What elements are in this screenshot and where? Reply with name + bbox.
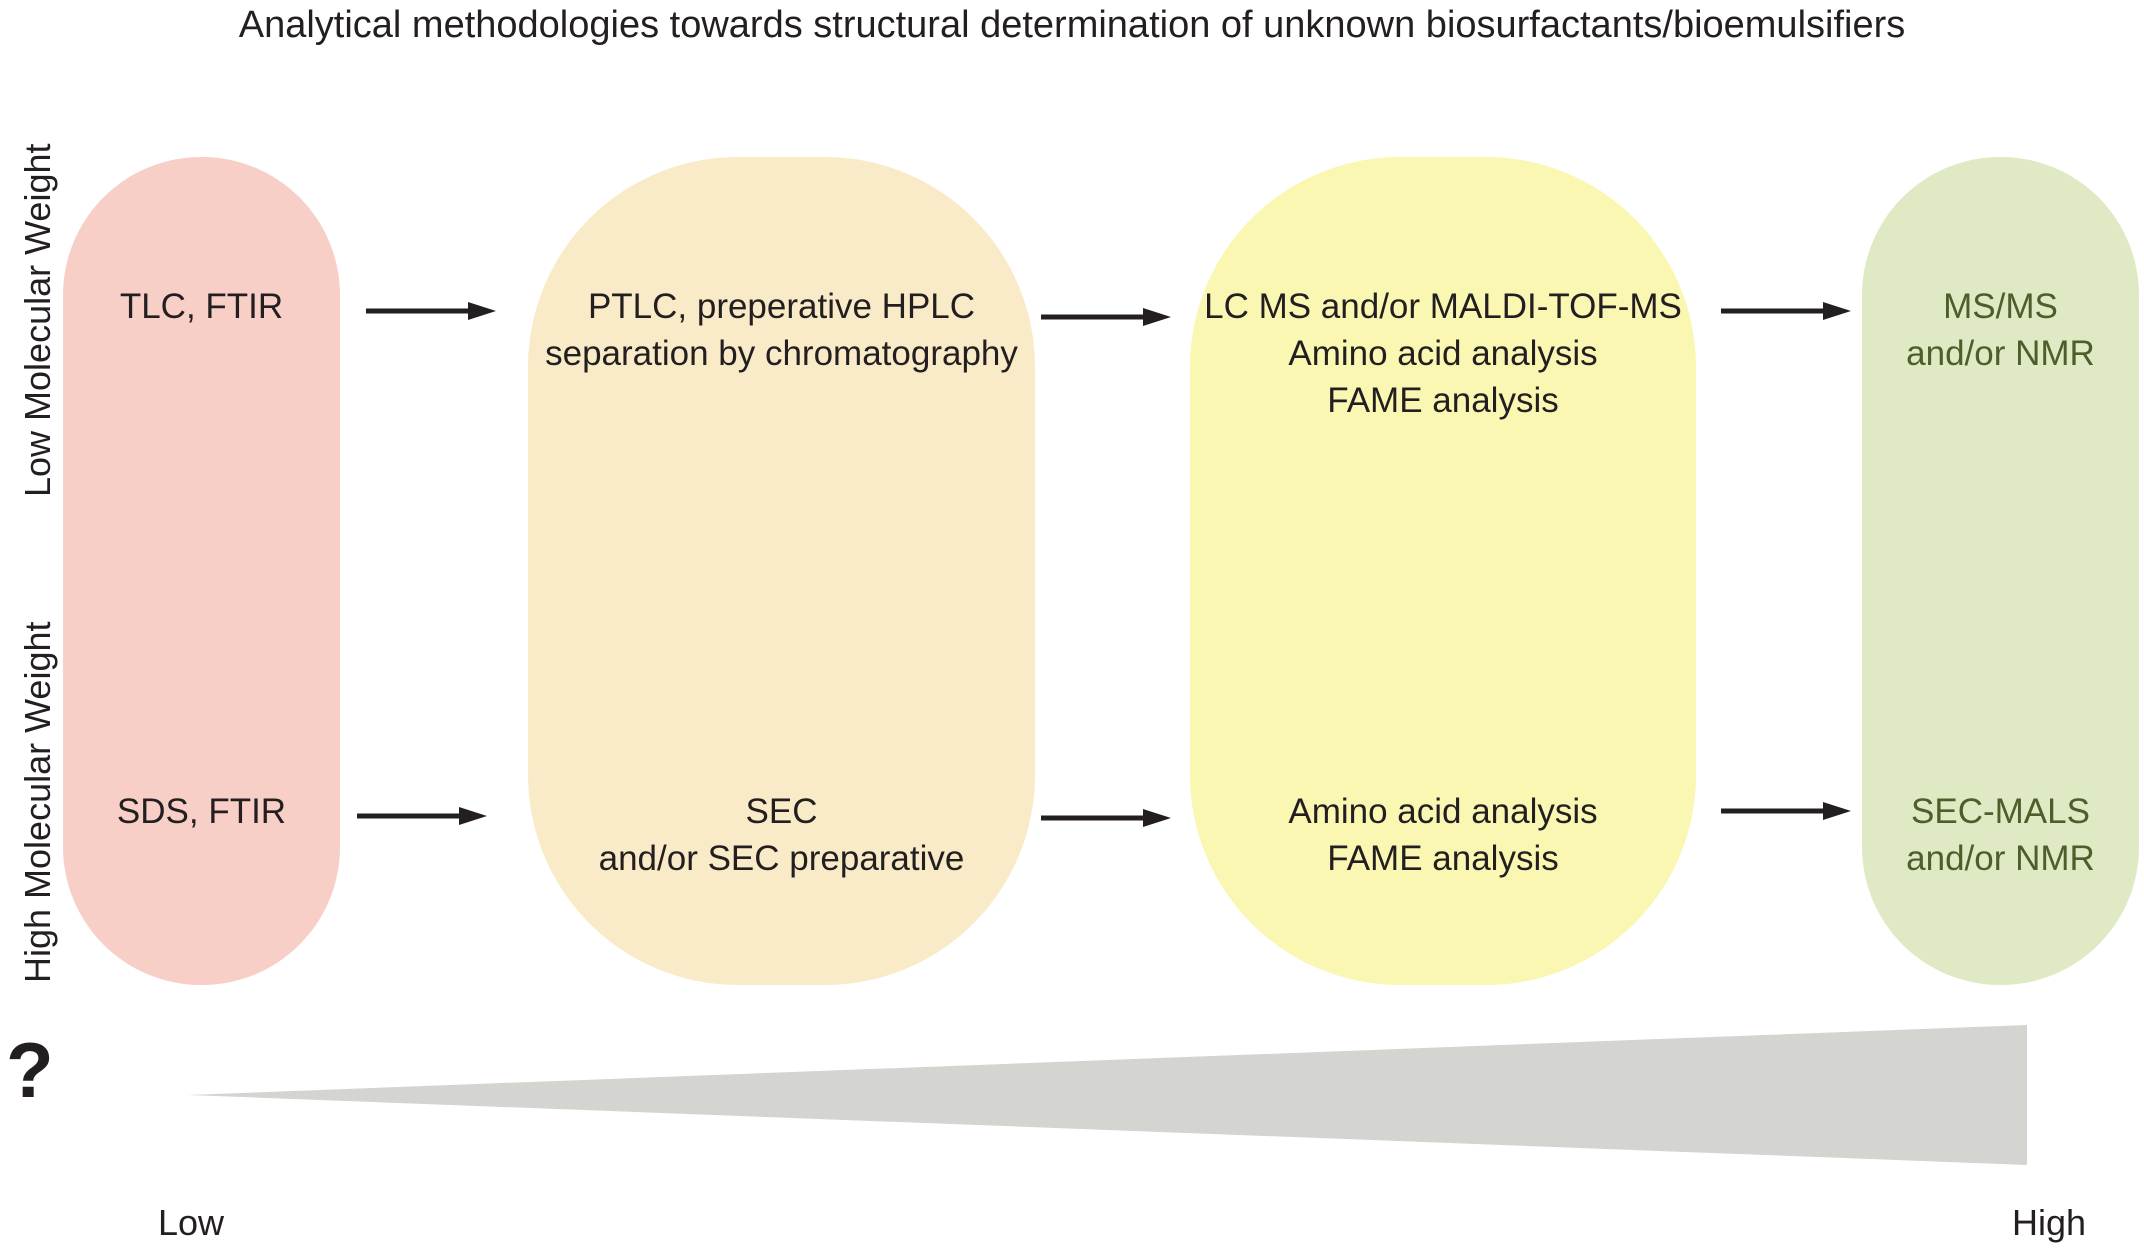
arrow-right-icon <box>1721 302 1851 320</box>
arrow-right-icon <box>1041 809 1171 827</box>
stage-2-low-text: PTLC, preperative HPLC separation by chr… <box>528 283 1035 377</box>
stage-1-low-text: TLC, FTIR <box>63 283 340 330</box>
row-label-high-molecular-weight: High Molecular Weight <box>17 621 58 984</box>
stage-2-low-line: PTLC, preperative HPLC <box>587 287 976 326</box>
stage-3-low-text: LC MS and/or MALDI-TOF-MS Amino acid ana… <box>1190 283 1696 424</box>
stage-3-high-text: Amino acid analysis FAME analysis <box>1190 788 1696 882</box>
stage-4-pill: MS/MS and/or NMR SEC-MALS and/or NMR <box>1862 157 2139 985</box>
stage-4-low-line: and/or NMR <box>1906 334 2095 373</box>
stage-1-low-line: TLC, FTIR <box>119 287 284 326</box>
stage-2-high-line: and/or SEC preparative <box>598 839 965 878</box>
arrow-right-icon <box>1041 308 1171 326</box>
stage-1-high-line: SDS, FTIR <box>116 792 287 831</box>
stage-3-low-line: LC MS and/or MALDI-TOF-MS <box>1204 287 1682 326</box>
arrow-right-icon <box>357 807 487 825</box>
arrow-right-icon <box>1721 802 1851 820</box>
question-mark: ? <box>6 1026 54 1114</box>
scale-low-label: Low <box>158 1202 225 1243</box>
stage-2-high-line: SEC <box>745 792 818 831</box>
stage-3-pill: LC MS and/or MALDI-TOF-MS Amino acid ana… <box>1190 157 1696 985</box>
stage-2-high-text: SEC and/or SEC preparative <box>528 788 1035 882</box>
stage-3-high-line: Amino acid analysis <box>1288 792 1598 831</box>
stage-2-pill: PTLC, preperative HPLC separation by chr… <box>528 157 1035 985</box>
stage-4-low-text: MS/MS and/or NMR <box>1862 283 2139 377</box>
arrow-right-icon <box>366 302 496 320</box>
diagram-title: Analytical methodologies towards structu… <box>238 4 1906 46</box>
row-label-low-molecular-weight: Low Molecular Weight <box>17 143 58 498</box>
stage-3-high-line: FAME analysis <box>1327 839 1559 878</box>
stage-4-high-line: and/or NMR <box>1906 839 2095 878</box>
stage-4-low-line: MS/MS <box>1943 287 2058 326</box>
stage-4-high-line: SEC-MALS <box>1911 792 2090 831</box>
stage-3-low-line: Amino acid analysis <box>1288 334 1598 373</box>
scale-high-label: High <box>2012 1202 2087 1243</box>
stage-1-high-text: SDS, FTIR <box>63 788 340 835</box>
stage-4-high-text: SEC-MALS and/or NMR <box>1862 788 2139 882</box>
stage-3-low-line: FAME analysis <box>1327 381 1559 420</box>
stage-2-low-line: separation by chromatography <box>545 334 1018 373</box>
stage-1-pill: TLC, FTIR SDS, FTIR <box>63 157 340 985</box>
